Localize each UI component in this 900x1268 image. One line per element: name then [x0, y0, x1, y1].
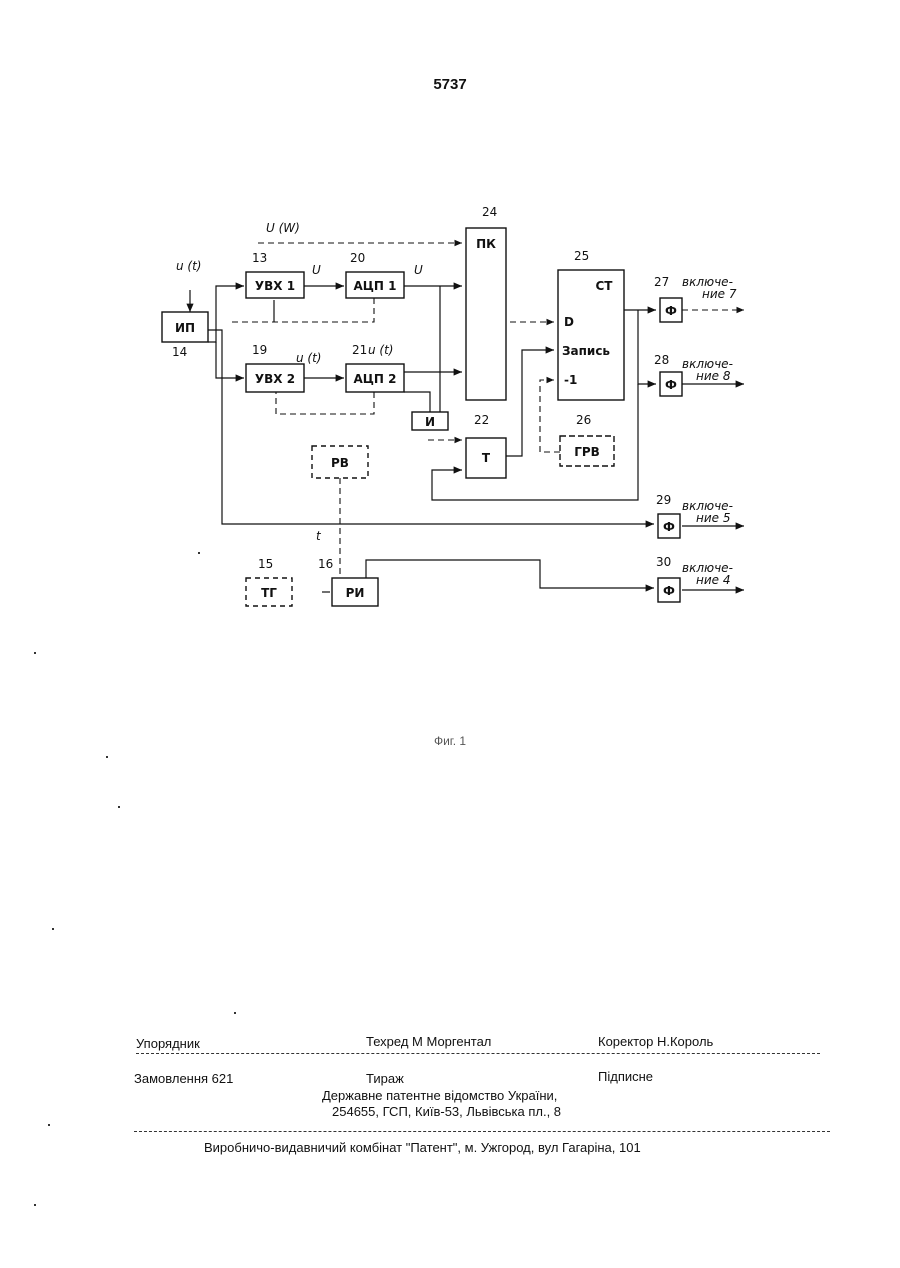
ri-label: РИ	[346, 586, 365, 600]
ref-14: 14	[172, 345, 187, 359]
ref-21: 21	[352, 343, 367, 357]
footer-compiler: Упорядник	[136, 1036, 200, 1051]
signal-u1: U	[312, 263, 321, 277]
output-27-line2: ние 7	[702, 287, 737, 301]
footer-circulation: Тираж	[366, 1071, 404, 1086]
st-label: СТ	[596, 279, 614, 293]
scan-speck	[34, 1204, 36, 1206]
signal-u2bar: u (t)	[368, 343, 394, 357]
signal-input: u (t)	[176, 259, 202, 273]
scan-speck	[34, 652, 36, 654]
ref-29: 29	[656, 493, 671, 507]
scan-speck	[52, 928, 54, 930]
ref-13: 13	[252, 251, 267, 265]
ref-15: 15	[258, 557, 273, 571]
t-label: Т	[482, 451, 491, 465]
and-label: И	[425, 415, 435, 429]
and-block: И	[412, 412, 448, 430]
footer-rule-bottom	[134, 1131, 830, 1132]
f30-label: Ф	[663, 584, 675, 598]
ref-27: 27	[654, 275, 669, 289]
footer-office-line2: 254655, ГСП, Київ-53, Львівська пл., 8	[332, 1104, 561, 1119]
output-29-line2: ние 5	[696, 511, 730, 525]
block-diagram: ИП УВХ 1 УВХ 2 АЦП 1 АЦП 2 ПК СТ D Запис…	[0, 0, 900, 700]
ref-26: 26	[576, 413, 591, 427]
ref-16: 16	[318, 557, 333, 571]
pk-label: ПК	[476, 237, 496, 251]
f30-block: Ф	[658, 578, 680, 602]
ref-24: 24	[482, 205, 497, 219]
footer-subscription: Підписне	[598, 1069, 653, 1084]
f28-block: Ф	[660, 372, 682, 396]
footer-publisher: Виробничо-видавничий комбінат "Патент", …	[204, 1140, 641, 1155]
pv-block: РВ	[312, 446, 368, 478]
tg-label: ТГ	[261, 586, 277, 600]
grv-label: ГРВ	[574, 445, 600, 459]
st-block: СТ D Запись -1	[558, 270, 624, 400]
st-write-label: Запись	[562, 344, 610, 358]
footer-rule-top	[136, 1053, 820, 1054]
f28-label: Ф	[665, 378, 677, 392]
acp1-label: АЦП 1	[354, 279, 397, 293]
grv-block: ГРВ	[560, 436, 614, 466]
scan-speck	[234, 1012, 236, 1014]
ip-label: ИП	[175, 321, 195, 335]
signal-top: U (W)	[266, 221, 300, 235]
ref-30: 30	[656, 555, 671, 569]
f29-label: Ф	[663, 520, 675, 534]
acp1-block: АЦП 1	[346, 272, 404, 298]
ri-block: РИ	[332, 578, 378, 606]
footer-office-line1: Державне патентне відомство України,	[322, 1088, 557, 1103]
scan-speck	[48, 1124, 50, 1126]
footer-techred: Техред М Моргентал	[366, 1034, 491, 1049]
uvx2-label: УВХ 2	[255, 372, 295, 386]
t-block: Т	[466, 438, 506, 478]
f27-label: Ф	[665, 304, 677, 318]
signal-u1bar: U	[414, 263, 423, 277]
ref-25: 25	[574, 249, 589, 263]
tg-block: ТГ	[246, 578, 292, 606]
scan-speck	[106, 756, 108, 758]
ref-22: 22	[474, 413, 489, 427]
scan-speck	[198, 552, 200, 554]
f27-block: Ф	[660, 298, 682, 322]
output-30-line2: ние 4	[696, 573, 730, 587]
figure-caption: Фиг. 1	[0, 734, 900, 748]
footer-corrector: Коректор Н.Король	[598, 1034, 713, 1049]
st-d-label: D	[564, 315, 574, 329]
pk-block: ПК	[466, 228, 506, 400]
acp2-label: АЦП 2	[354, 372, 397, 386]
signal-u2: u (t)	[296, 351, 322, 365]
uvx1-label: УВХ 1	[255, 279, 295, 293]
footer-order: Замовлення 621	[134, 1071, 233, 1086]
ip-block: ИП	[162, 312, 208, 342]
ref-20: 20	[350, 251, 365, 265]
uvx1-block: УВХ 1	[246, 272, 304, 298]
acp2-block: АЦП 2	[346, 364, 404, 392]
pv-label: РВ	[331, 456, 349, 470]
f29-block: Ф	[658, 514, 680, 538]
scan-speck	[118, 806, 120, 808]
ref-28: 28	[654, 353, 669, 367]
signal-ti: t	[316, 529, 322, 543]
uvx2-block: УВХ 2	[246, 364, 304, 392]
ref-19: 19	[252, 343, 267, 357]
st-minus1-label: -1	[564, 373, 577, 387]
output-28-line2: ние 8	[696, 369, 731, 383]
